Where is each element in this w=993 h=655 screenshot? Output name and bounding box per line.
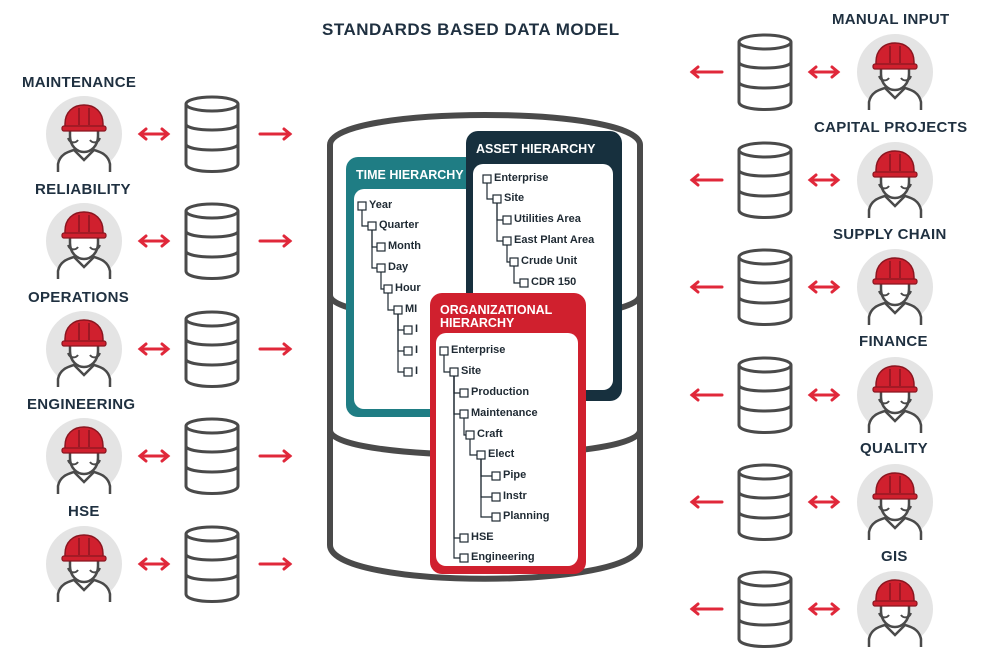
double-arrow-icon — [137, 449, 171, 463]
source-label-finance: FINANCE — [859, 333, 928, 350]
time-hierarchy-title: TIME HIERARCHY — [356, 168, 464, 182]
database-icon — [184, 310, 240, 388]
double-arrow-icon — [807, 173, 841, 187]
organizational-hierarchy-node: Instr — [503, 490, 527, 502]
worker-hardhat-icon — [857, 249, 933, 325]
worker-hardhat-icon — [46, 311, 122, 387]
source-label-operations: OPERATIONS — [28, 289, 130, 306]
organizational-hierarchy-node: Planning — [503, 510, 550, 522]
time-hierarchy-node: Year — [369, 199, 393, 211]
time-hierarchy-node: I — [415, 344, 419, 356]
database-icon — [737, 33, 793, 111]
source-label-maintenance: MAINTENANCE — [22, 74, 137, 91]
arrow-right-icon — [258, 234, 293, 248]
asset-hierarchy-title: ASSET HIERARCHY — [476, 142, 596, 156]
arrow-left-icon — [689, 602, 724, 616]
double-arrow-icon — [137, 234, 171, 248]
source-label-engineering: ENGINEERING — [27, 396, 136, 413]
organizational-hierarchy-node: Site — [461, 365, 482, 377]
database-icon — [184, 525, 240, 603]
worker-hardhat-icon — [46, 96, 122, 172]
time-hierarchy-node: MI — [405, 303, 418, 315]
organizational-hierarchy-title-line1: ORGANIZATIONAL — [440, 303, 553, 317]
organizational-hierarchy-node: Engineering — [471, 551, 535, 563]
source-label-manual-input: MANUAL INPUT — [832, 11, 950, 28]
time-hierarchy-node: Hour — [395, 282, 421, 294]
double-arrow-icon — [807, 602, 841, 616]
worker-hardhat-icon — [857, 464, 933, 540]
double-arrow-icon — [137, 557, 171, 571]
organizational-hierarchy-panel: ORGANIZATIONAL HIERARCHY — [430, 293, 586, 574]
arrow-right-icon — [258, 342, 293, 356]
database-icon — [737, 570, 793, 648]
database-icon — [184, 202, 240, 280]
time-hierarchy-node: Quarter — [379, 219, 419, 231]
asset-hierarchy-node: Crude Unit — [521, 255, 578, 267]
worker-hardhat-icon — [857, 357, 933, 433]
organizational-hierarchy-node: Maintenance — [471, 407, 538, 419]
double-arrow-icon — [807, 388, 841, 402]
asset-hierarchy-node: Site — [504, 192, 525, 204]
arrow-left-icon — [689, 280, 724, 294]
source-label-quality: QUALITY — [860, 440, 928, 457]
source-label-hse: HSE — [68, 503, 100, 520]
worker-hardhat-icon — [857, 34, 933, 110]
source-label-reliability: RELIABILITY — [35, 181, 131, 198]
double-arrow-icon — [137, 342, 171, 356]
asset-hierarchy-node: CDR 150 — [531, 276, 577, 288]
worker-hardhat-icon — [857, 142, 933, 218]
diagram-title: STANDARDS BASED DATA MODEL — [322, 20, 620, 39]
time-hierarchy-node: Month — [388, 240, 421, 252]
asset-hierarchy-node: Enterprise — [494, 172, 549, 184]
asset-hierarchy-node: East Plant Area — [514, 234, 595, 246]
arrow-left-icon — [689, 388, 724, 402]
database-icon — [737, 248, 793, 326]
organizational-hierarchy-title-line2: HIERARCHY — [440, 316, 515, 330]
double-arrow-icon — [807, 495, 841, 509]
organizational-hierarchy-node: Pipe — [503, 469, 527, 481]
organizational-hierarchy-node: Production — [471, 386, 530, 398]
asset-hierarchy-node: Utilities Area — [514, 213, 581, 225]
arrow-right-icon — [258, 449, 293, 463]
database-icon — [737, 356, 793, 434]
organizational-hierarchy-node: HSE — [471, 531, 494, 543]
double-arrow-icon — [807, 65, 841, 79]
arrow-left-icon — [689, 65, 724, 79]
time-hierarchy-node: I — [415, 365, 419, 377]
database-icon — [737, 141, 793, 219]
source-label-supply-chain: SUPPLY CHAIN — [833, 226, 947, 243]
organizational-hierarchy-node: Elect — [488, 448, 515, 460]
time-hierarchy-node: Day — [388, 261, 409, 273]
arrow-left-icon — [689, 495, 724, 509]
source-label-capital-projects: CAPITAL PROJECTS — [814, 119, 968, 136]
double-arrow-icon — [807, 280, 841, 294]
database-icon — [737, 463, 793, 541]
time-hierarchy-node: I — [415, 323, 419, 335]
arrow-left-icon — [689, 173, 724, 187]
source-label-gis: GIS — [881, 548, 908, 565]
database-icon — [184, 417, 240, 495]
worker-hardhat-icon — [46, 418, 122, 494]
database-icon — [184, 95, 240, 173]
arrow-right-icon — [258, 127, 293, 141]
arrow-right-icon — [258, 557, 293, 571]
organizational-hierarchy-node: Craft — [477, 428, 503, 440]
double-arrow-icon — [137, 127, 171, 141]
worker-hardhat-icon — [46, 526, 122, 602]
worker-hardhat-icon — [46, 203, 122, 279]
worker-hardhat-icon — [857, 571, 933, 647]
organizational-hierarchy-node: Enterprise — [451, 344, 506, 356]
